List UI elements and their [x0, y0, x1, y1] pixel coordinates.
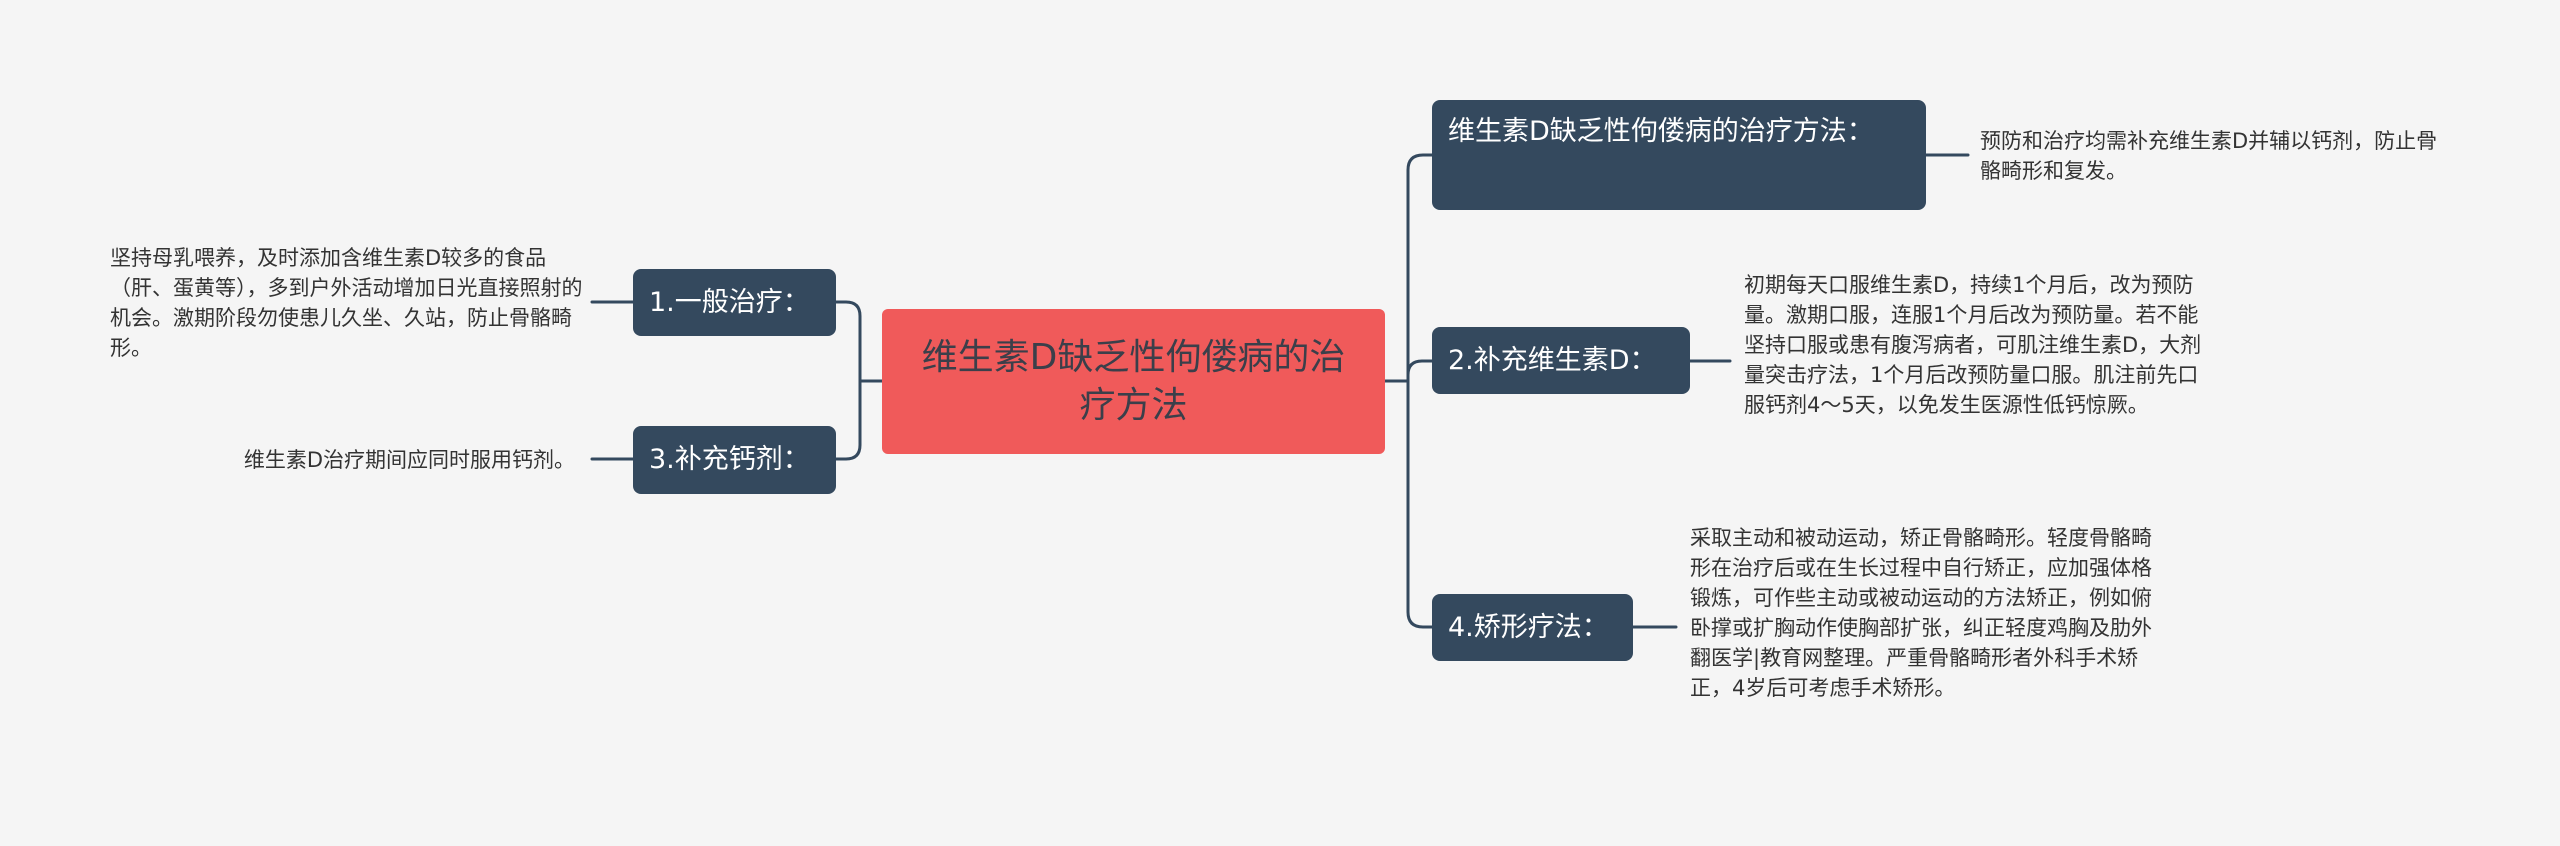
leaf-treatment-methods-detail: 预防和治疗均需补充维生素D并辅以钙剂，防止骨骼畸形和复发。 [1980, 129, 2438, 183]
leaf-vitamin-d-supplement-detail: 初期每天口服维生素D，持续1个月后，改为预防量。激期口服，连服1个月后改为预防量… [1744, 273, 2202, 417]
branch-label: 4.矫形疗法： [1448, 611, 1609, 643]
branch-vitamin-d-supplement[interactable]: 2.补充维生素D： [1432, 327, 1690, 394]
leaf-calcium-supplement-detail: 维生素D治疗期间应同时服用钙剂。 [243, 448, 575, 472]
connector-left-branch-2 [834, 379, 862, 461]
leaf-orthopedic-therapy-detail: 采取主动和被动运动，矫正骨骼畸形。轻度骨骼畸形在治疗后或在生长过程中自行矫正，应… [1690, 526, 2152, 700]
branch-treatment-methods[interactable]: 维生素D缺乏性佝偻病的治疗方法： [1432, 100, 1926, 210]
connector-left-branch-1 [834, 300, 862, 383]
branch-orthopedic-therapy[interactable]: 4.矫形疗法： [1432, 594, 1633, 661]
branch-label: 维生素D缺乏性佝偻病的治疗方法： [1448, 116, 1874, 147]
branch-label: 1.一般治疗： [649, 286, 810, 318]
connector-right-branch-2 [1406, 359, 1434, 383]
branch-label: 2.补充维生素D： [1448, 344, 1657, 376]
branch-label: 3.补充钙剂： [649, 444, 810, 475]
root-title: 维生素D缺乏性佝偻病的治疗方法 [921, 336, 1346, 426]
branch-general-treatment[interactable]: 1.一般治疗： [633, 269, 836, 336]
connector-right-branch-3 [1406, 379, 1434, 629]
root-topic[interactable]: 维生素D缺乏性佝偻病的治疗方法 [882, 309, 1385, 454]
connector-right-branch-1 [1406, 153, 1434, 383]
leaf-general-treatment-detail: 坚持母乳喂养，及时添加含维生素D较多的食品（肝、蛋黄等），多到户外活动增加日光直… [110, 246, 583, 360]
branch-calcium-supplement[interactable]: 3.补充钙剂： [633, 426, 836, 494]
